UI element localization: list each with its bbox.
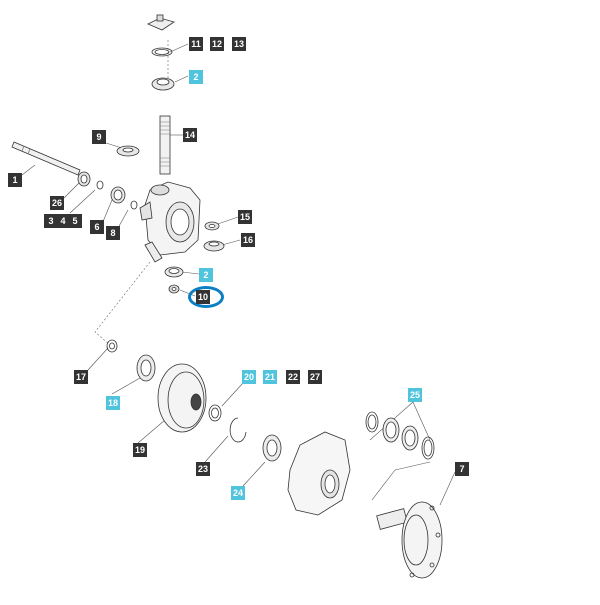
callout-c16[interactable]: 16 (241, 233, 256, 247)
callout-c17[interactable]: 17 (74, 370, 89, 384)
callout-c1[interactable]: 1 (8, 173, 22, 187)
gear-housing-part (139, 181, 201, 263)
bracket-25 (369, 401, 431, 441)
callout-c3[interactable]: 3 (44, 214, 58, 228)
callout-c6[interactable]: 6 (90, 220, 104, 234)
callout-c21[interactable]: 21 (263, 370, 278, 384)
disc-19-part (157, 363, 207, 433)
bracket-7 (371, 461, 431, 501)
callout-c24[interactable]: 24 (231, 486, 246, 500)
flange-shaft-7-part (376, 501, 443, 579)
callout-c4[interactable]: 4 (56, 214, 70, 228)
small-washers-part (77, 171, 104, 190)
callout-c7[interactable]: 7 (455, 462, 469, 476)
seal-9-part (116, 145, 140, 157)
callout-c20[interactable]: 20 (242, 370, 257, 384)
bearing-18-part (136, 354, 156, 382)
cap-15-16-part (203, 221, 225, 252)
callout-c13[interactable]: 13 (232, 37, 247, 51)
callout-c12[interactable]: 12 (210, 37, 225, 51)
ring-17-part (106, 339, 118, 353)
bearing-top-part (151, 77, 175, 91)
callout-c2a[interactable]: 2 (189, 70, 203, 84)
callout-c9[interactable]: 9 (92, 130, 106, 144)
selection-ring (188, 286, 224, 308)
callout-c11[interactable]: 11 (189, 37, 203, 51)
bearing-6-part (110, 186, 138, 210)
callout-c15[interactable]: 15 (238, 210, 253, 224)
seal-set-25-part (365, 411, 435, 460)
callout-c10[interactable]: 10 (196, 290, 211, 304)
ring-20-part (208, 404, 222, 422)
callout-c27[interactable]: 27 (308, 370, 323, 384)
callout-c23[interactable]: 23 (196, 462, 211, 476)
callout-c22[interactable]: 22 (286, 370, 301, 384)
assembly-axis-lines (94, 40, 169, 346)
leader-lines (17, 43, 456, 506)
callout-c19[interactable]: 19 (133, 443, 148, 457)
drive-shaft-part (11, 141, 81, 176)
callout-c8[interactable]: 8 (106, 226, 120, 240)
callout-c5[interactable]: 5 (68, 214, 82, 228)
bearing-lower-part (164, 266, 184, 294)
callout-c14[interactable]: 14 (183, 128, 198, 142)
callout-c2b[interactable]: 2 (199, 268, 213, 282)
top-cap-part (147, 14, 175, 57)
callout-c18[interactable]: 18 (106, 396, 121, 410)
bearing-24-part (262, 434, 282, 462)
cover-plate-part (287, 431, 351, 516)
snap-ring-23-part (229, 417, 247, 443)
callout-c26[interactable]: 26 (50, 196, 65, 210)
vertical-shaft-part (159, 115, 171, 175)
callout-c25[interactable]: 25 (408, 388, 423, 402)
